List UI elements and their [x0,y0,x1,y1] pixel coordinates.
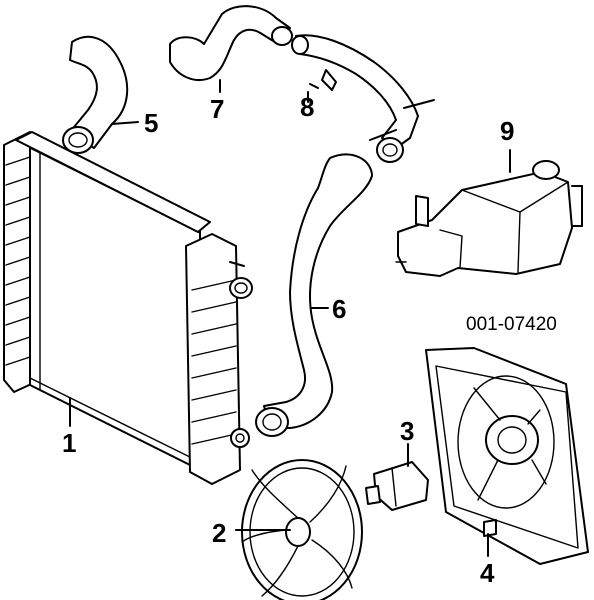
upper-hose [169,5,293,93]
callout-4: 4 [480,558,495,588]
callout-6: 6 [332,294,346,324]
upper-hose-small [62,35,139,154]
fan-blade [235,459,363,600]
temp-switch [365,443,429,511]
lower-hose [255,153,373,437]
callout-1: 1 [62,428,76,458]
radiator [3,131,253,485]
callout-2: 2 [212,518,226,548]
fan-shroud [425,347,589,565]
callout-7: 7 [210,94,224,124]
callout-5: 5 [144,108,158,138]
callout-8: 8 [300,92,314,122]
reservoir [395,149,583,277]
callout-3: 3 [400,416,414,446]
callout-9: 9 [500,116,514,146]
bypass-pipe [291,34,435,163]
reference-code: 001-07420 [466,314,557,335]
